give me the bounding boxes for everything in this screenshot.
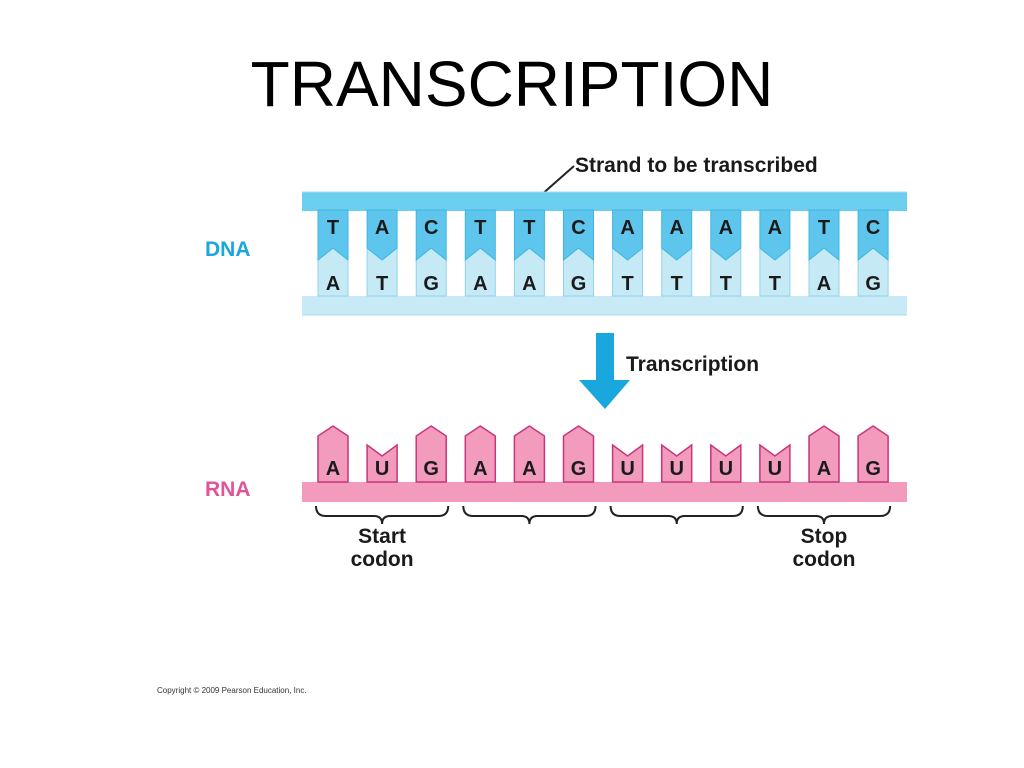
rna-base-shape — [415, 425, 447, 483]
dna-template-base-shape — [808, 209, 840, 262]
dna-coding-base-letter: A — [522, 273, 536, 295]
transcription-label: Transcription — [626, 353, 759, 376]
rna-base-letter: U — [719, 458, 733, 480]
dna-template-base-letter: T — [474, 217, 486, 239]
rna-label: RNA — [205, 478, 251, 501]
rna-base-shape — [660, 443, 693, 483]
codon-label-line2: codon — [793, 548, 856, 571]
codon-brace — [609, 505, 744, 525]
rna-base-letter: G — [571, 458, 587, 480]
dna-coding-base-letter: G — [865, 273, 881, 295]
codon-brace — [462, 505, 597, 525]
rna-base-letter: A — [817, 458, 831, 480]
copyright-notice: Copyright © 2009 Pearson Education, Inc. — [157, 686, 307, 695]
dna-bottom-backbone — [302, 296, 907, 315]
dna-coding-base-letter: T — [769, 273, 781, 295]
dna-coding-base-letter: G — [423, 273, 439, 295]
rna-base-letter: G — [865, 458, 881, 480]
rna-base-letter: A — [522, 458, 536, 480]
rna-base-letter: G — [423, 458, 439, 480]
rna-base-shape — [366, 443, 398, 483]
dna-template-base-shape — [759, 209, 791, 261]
codon-label-line2: codon — [351, 548, 414, 571]
rna-base-shape — [317, 425, 349, 483]
dna-template-base-letter: A — [620, 217, 634, 239]
dna-coding-base-letter: G — [571, 273, 587, 295]
dna-label: DNA — [205, 238, 251, 261]
dna-template-base-shape — [857, 209, 889, 262]
dna-base-pairs: T A A T C G T A T A C G A T A T A T A T T A C G — [317, 209, 889, 297]
dna-template-base-shape — [710, 209, 742, 261]
rna-base-shape — [857, 425, 889, 483]
dna-template-base-letter: C — [866, 217, 880, 239]
dna-template-base-letter: T — [523, 217, 535, 239]
rna-base-letter: U — [768, 458, 782, 480]
dna-coding-base-letter: A — [326, 273, 340, 295]
dna-template-base-letter: T — [327, 217, 339, 239]
dna-template-base-letter: C — [424, 217, 438, 239]
rna-backbone — [302, 482, 907, 502]
codon-label-line1: Start — [358, 525, 406, 548]
codon-label-line1: Stop — [801, 525, 848, 548]
dna-template-base-shape — [563, 209, 594, 262]
rna-base-letter: U — [375, 458, 389, 480]
dna-coding-base-letter: A — [473, 273, 487, 295]
dna-template-base-letter: A — [375, 217, 389, 239]
rna-base-letter: A — [326, 458, 340, 480]
dna-template-base-shape — [366, 209, 398, 261]
rna-base-shape — [808, 425, 840, 483]
strand-label: Strand to be transcribed — [575, 154, 818, 177]
strand-leader-line — [539, 165, 575, 197]
dna-template-base-shape — [513, 209, 545, 262]
dna-coding-base-letter: T — [621, 273, 633, 295]
dna-template-base-letter: A — [768, 217, 782, 239]
dna-template-base-shape — [612, 209, 644, 261]
dna-template-base-shape — [661, 209, 693, 261]
codon-brace — [315, 505, 450, 525]
dna-template-base-letter: T — [818, 217, 830, 239]
slide-title: TRANSCRIPTION — [250, 48, 774, 120]
dna-coding-base-letter: A — [817, 273, 831, 295]
rna-base-letter: U — [669, 458, 683, 480]
dna-coding-base-letter: T — [720, 273, 732, 295]
dna-coding-base-letter: T — [671, 273, 683, 295]
rna-base-shape — [464, 425, 497, 483]
rna-base-letter: U — [620, 458, 634, 480]
rna-base-letter: A — [473, 458, 487, 480]
dna-coding-base-letter: T — [376, 273, 388, 295]
rna-base-shape — [562, 425, 595, 483]
rna-base-shape — [759, 443, 791, 483]
dna-template-base-shape — [415, 209, 447, 262]
dna-template-base-shape — [317, 209, 349, 262]
transcription-arrow — [579, 333, 630, 409]
dna-top-backbone — [302, 192, 907, 211]
dna-template-base-shape — [464, 209, 496, 262]
dna-template-base-letter: A — [719, 217, 733, 239]
codon-brace — [756, 505, 892, 525]
dna-template-base-letter: C — [571, 217, 585, 239]
rna-base-shape — [710, 443, 742, 483]
dna-template-base-letter: A — [669, 217, 683, 239]
rna-base-shape — [513, 425, 546, 483]
rna-base-shape — [611, 443, 644, 483]
